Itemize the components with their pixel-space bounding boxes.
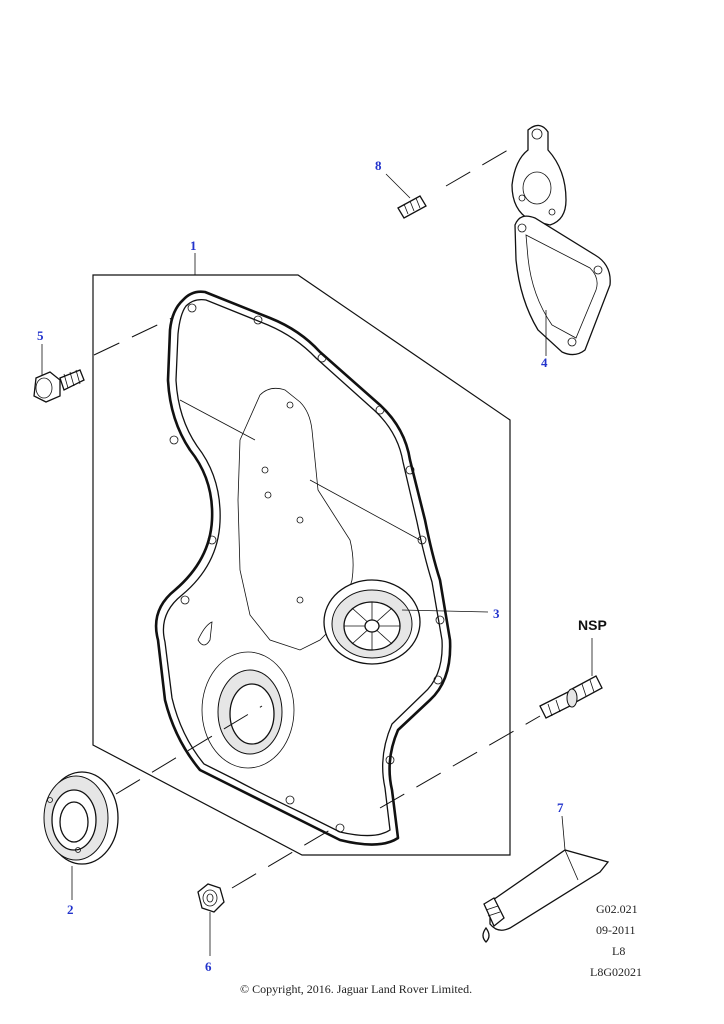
callout-4: 4 bbox=[541, 355, 548, 370]
callout-5: 5 bbox=[37, 328, 44, 343]
stud-8[interactable] bbox=[397, 195, 427, 219]
nsp-stud[interactable] bbox=[539, 675, 603, 719]
diagram-code: G02.021 bbox=[596, 902, 638, 916]
assembly-frame bbox=[92, 274, 511, 856]
sealant-tube-7[interactable] bbox=[482, 849, 610, 943]
crank-seal-2[interactable] bbox=[43, 771, 119, 865]
nut-6[interactable] bbox=[197, 883, 225, 913]
timing-cover[interactable] bbox=[154, 290, 452, 846]
callout-2: 2 bbox=[67, 902, 74, 917]
callout-7: 7 bbox=[557, 800, 564, 815]
copyright-notice: © Copyright, 2016. Jaguar Land Rover Lim… bbox=[240, 982, 472, 996]
callout-8: 8 bbox=[375, 158, 382, 173]
callout-1: 1 bbox=[190, 238, 197, 253]
crankshaft-opening bbox=[201, 651, 295, 769]
diagram-level: L8 bbox=[612, 944, 625, 958]
callout-6: 6 bbox=[205, 959, 212, 974]
bracket-gasket-4[interactable] bbox=[511, 124, 611, 356]
nsp-label: NSP bbox=[578, 617, 607, 633]
cover-bolt-holes bbox=[169, 303, 445, 833]
callout-3: 3 bbox=[493, 606, 500, 621]
leader-lines bbox=[41, 173, 593, 956]
diagram-ref: L8G02021 bbox=[590, 965, 642, 979]
bolt-5[interactable] bbox=[33, 369, 85, 403]
oil-seal-3[interactable] bbox=[323, 579, 421, 665]
diagram-date: 09-2011 bbox=[596, 923, 636, 937]
guide-lines bbox=[93, 149, 541, 889]
